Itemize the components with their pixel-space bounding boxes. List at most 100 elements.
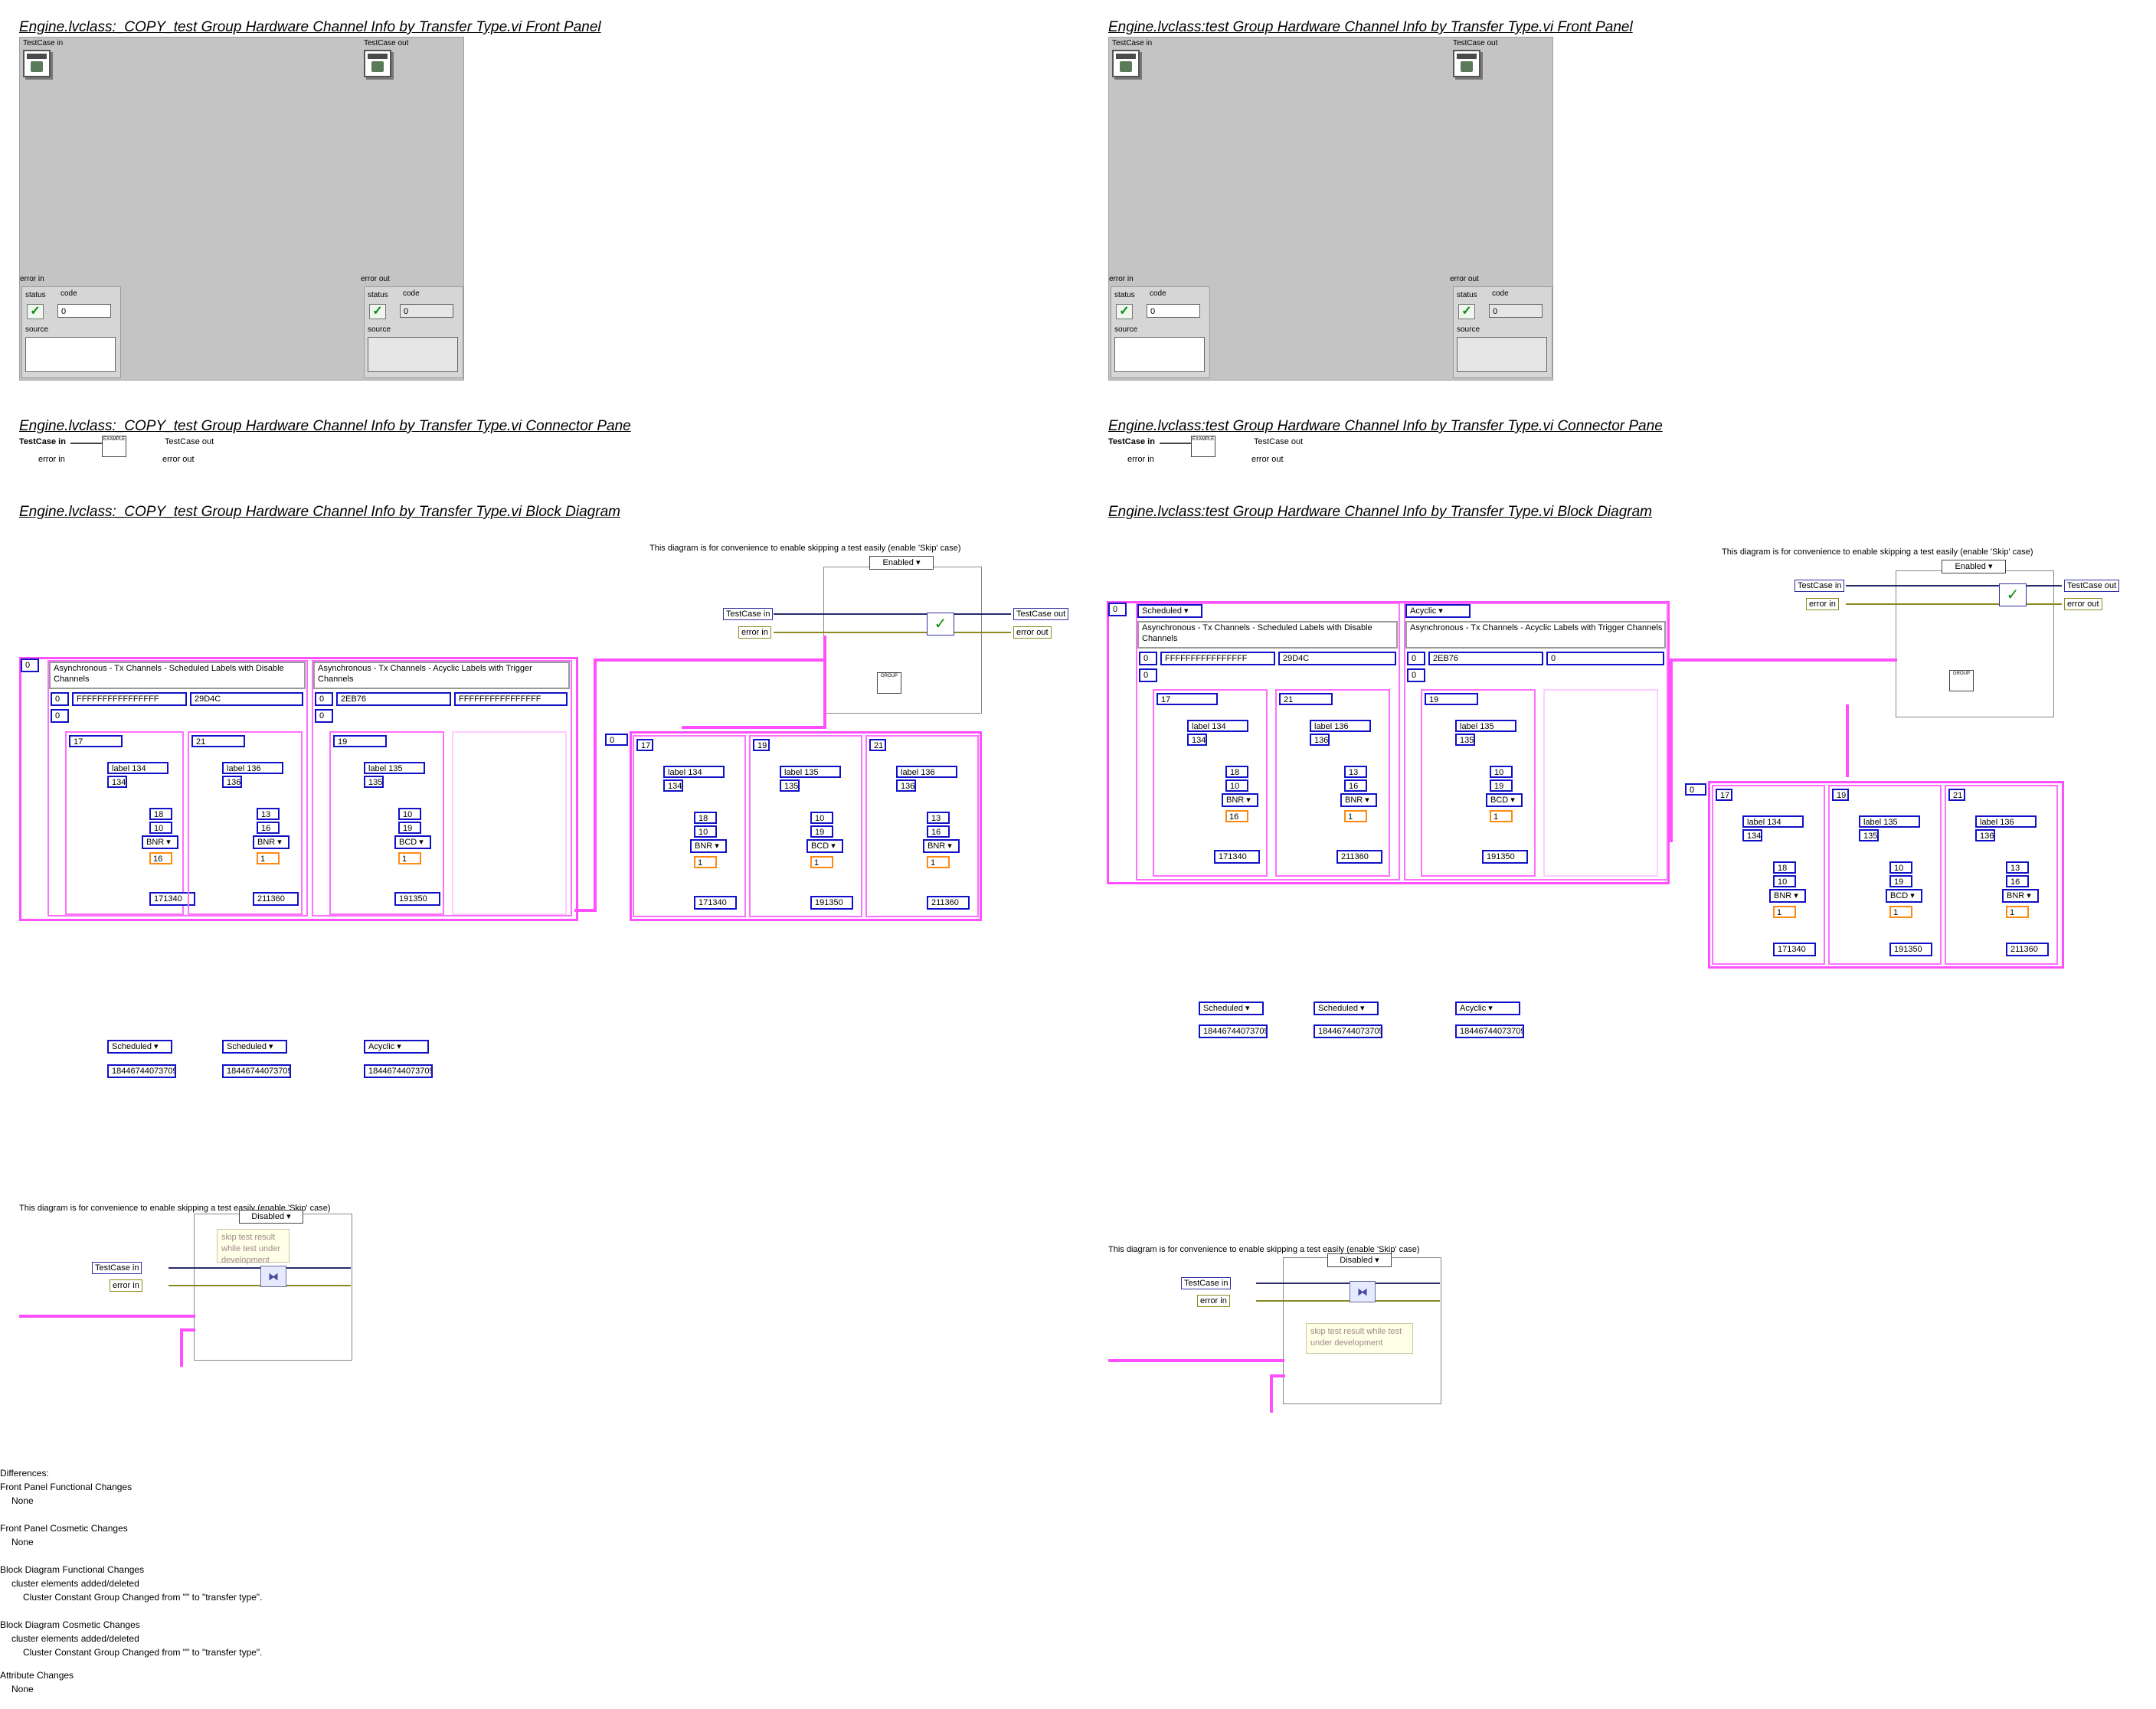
error-in-terminal[interactable]: error in <box>738 626 771 639</box>
transfer-type-enum[interactable]: Scheduled ▾ <box>107 1040 172 1054</box>
hex-field[interactable]: 2EB76 <box>1428 652 1543 665</box>
rate-field[interactable]: 191350 <box>394 892 440 906</box>
encoding-enum[interactable]: BNR ▾ <box>923 839 960 853</box>
channel-label[interactable]: label 134 <box>1742 815 1804 828</box>
channel-number[interactable]: 135 <box>364 776 384 788</box>
channel-number[interactable]: 135 <box>780 779 800 792</box>
source-field[interactable] <box>25 337 116 372</box>
channel-label[interactable]: label 135 <box>1455 720 1516 732</box>
error-in-terminal[interactable]: error in <box>1806 598 1839 610</box>
field-a[interactable]: 18 <box>1225 766 1248 778</box>
field-b[interactable]: 16 <box>1344 779 1367 792</box>
encoding-enum[interactable]: BNR ▾ <box>1769 889 1806 903</box>
channel-number[interactable]: 136 <box>1310 734 1330 746</box>
field-c[interactable]: 1 <box>257 852 280 864</box>
field-c[interactable]: 1 <box>1889 906 1912 918</box>
field-b[interactable]: 19 <box>810 825 833 838</box>
rate-field[interactable]: 191350 <box>1889 943 1932 956</box>
channel-label[interactable]: label 136 <box>896 766 957 778</box>
transfer-type-enum[interactable]: Scheduled ▾ <box>1199 1002 1264 1015</box>
output-index[interactable]: 0 <box>605 734 628 746</box>
status-check-icon[interactable]: ✓ <box>27 304 44 319</box>
field-c[interactable]: 16 <box>1225 810 1248 822</box>
field-b[interactable]: 16 <box>927 825 950 838</box>
disabled-selector[interactable]: Disabled ▾ <box>1327 1253 1392 1267</box>
field-b[interactable]: 10 <box>694 825 717 838</box>
field-c[interactable]: 1 <box>2006 906 2029 918</box>
rate-field[interactable]: 211360 <box>1336 850 1382 864</box>
big-number-field[interactable]: 18446744073709 <box>107 1064 176 1078</box>
testcase-in-terminal[interactable]: TestCase in <box>723 608 773 620</box>
channel-number[interactable]: 134 <box>1742 829 1762 841</box>
field-a[interactable]: 13 <box>1344 766 1367 778</box>
field-c[interactable]: 1 <box>1344 810 1367 822</box>
index-field[interactable]: 0 <box>1139 668 1157 682</box>
enabled-selector[interactable]: Enabled ▾ <box>869 556 934 570</box>
diagram-disable-structure[interactable] <box>1896 570 2054 717</box>
field-a[interactable]: 13 <box>257 808 280 820</box>
field-c[interactable]: 1 <box>927 856 950 868</box>
rate-field[interactable]: 211360 <box>253 892 299 906</box>
channel-id[interactable]: 19 <box>1425 693 1478 705</box>
channel-id[interactable]: 21 <box>1948 789 1965 801</box>
testcase-in-terminal[interactable]: TestCase in <box>1794 580 1844 592</box>
field-a[interactable]: 13 <box>2006 861 2029 874</box>
error-in-cluster[interactable]: status code ✓ 0 source <box>1111 286 1210 378</box>
field-c[interactable]: 1 <box>810 856 833 868</box>
big-number-field[interactable]: 18446744073709 <box>364 1064 433 1078</box>
channel-label[interactable]: label 136 <box>1310 720 1371 732</box>
encoding-enum[interactable]: BCD ▾ <box>1486 793 1523 807</box>
testcase-out-terminal[interactable]: TestCase out <box>2064 580 2119 592</box>
transfer-type-enum[interactable]: Acyclic ▾ <box>364 1040 429 1054</box>
field-b[interactable]: 19 <box>398 822 421 834</box>
rate-field[interactable]: 171340 <box>694 896 737 910</box>
field-c[interactable]: 16 <box>149 852 172 864</box>
disabled-selector[interactable]: Disabled ▾ <box>239 1210 303 1224</box>
enabled-selector[interactable]: Enabled ▾ <box>1942 560 2006 573</box>
channel-id[interactable]: 17 <box>636 739 653 751</box>
rate-field[interactable]: 191350 <box>810 896 853 910</box>
rate-field[interactable]: 171340 <box>1773 943 1816 956</box>
case-selector-acyclic[interactable]: Acyclic ▾ <box>1405 604 1471 618</box>
source-field[interactable] <box>1114 337 1205 372</box>
channel-label[interactable]: label 135 <box>780 766 841 778</box>
channel-id[interactable]: 17 <box>1716 789 1732 801</box>
channel-id[interactable]: 21 <box>191 735 245 747</box>
channel-id[interactable]: 17 <box>69 735 123 747</box>
testcase-in-control-icon[interactable] <box>23 50 51 77</box>
encoding-enum[interactable]: BCD ▾ <box>1886 889 1922 903</box>
channel-label[interactable]: label 136 <box>1975 815 2037 828</box>
hex-field[interactable]: 29D4C <box>1278 652 1396 665</box>
index-field[interactable]: 0 <box>1139 652 1157 665</box>
encoding-enum[interactable]: BCD ▾ <box>806 839 843 853</box>
field-b[interactable]: 16 <box>2006 875 2029 887</box>
big-number-field[interactable]: 18446744073709 <box>222 1064 291 1078</box>
error-out-terminal[interactable]: error out <box>1013 626 1052 639</box>
rate-field[interactable]: 211360 <box>927 896 970 910</box>
transfer-type-enum[interactable]: Scheduled ▾ <box>1314 1002 1379 1015</box>
channel-id[interactable]: 21 <box>869 739 886 751</box>
error-in-terminal[interactable]: error in <box>110 1279 142 1292</box>
field-b[interactable]: 19 <box>1889 875 1912 887</box>
error-in-cluster[interactable]: status code ✓ 0 source <box>21 286 121 378</box>
field-b[interactable]: 10 <box>1773 875 1796 887</box>
testcase-in-terminal[interactable]: TestCase in <box>1181 1277 1231 1289</box>
encoding-enum[interactable]: BNR ▾ <box>1340 793 1377 807</box>
channel-id[interactable]: 21 <box>1279 693 1333 705</box>
status-check-icon[interactable]: ✓ <box>1116 304 1133 319</box>
channel-number[interactable]: 134 <box>1187 734 1207 746</box>
encoding-enum[interactable]: BCD ▾ <box>394 835 431 849</box>
field-a[interactable]: 10 <box>1490 766 1513 778</box>
big-number-field[interactable]: 18446744073709 <box>1314 1024 1382 1038</box>
field-a[interactable]: 18 <box>1773 861 1796 874</box>
channel-id[interactable]: 19 <box>333 735 387 747</box>
rate-field[interactable]: 211360 <box>2006 943 2049 956</box>
channel-label[interactable]: label 135 <box>364 762 425 774</box>
index-field[interactable]: 0 <box>51 709 69 723</box>
channel-id[interactable]: 19 <box>753 739 770 751</box>
big-number-field[interactable]: 18446744073709 <box>1199 1024 1268 1038</box>
channel-label[interactable]: label 134 <box>1187 720 1248 732</box>
field-a[interactable]: 10 <box>810 812 833 824</box>
channel-label[interactable]: label 134 <box>663 766 725 778</box>
hex-field[interactable]: FFFFFFFFFFFFFFFF <box>1160 652 1275 665</box>
